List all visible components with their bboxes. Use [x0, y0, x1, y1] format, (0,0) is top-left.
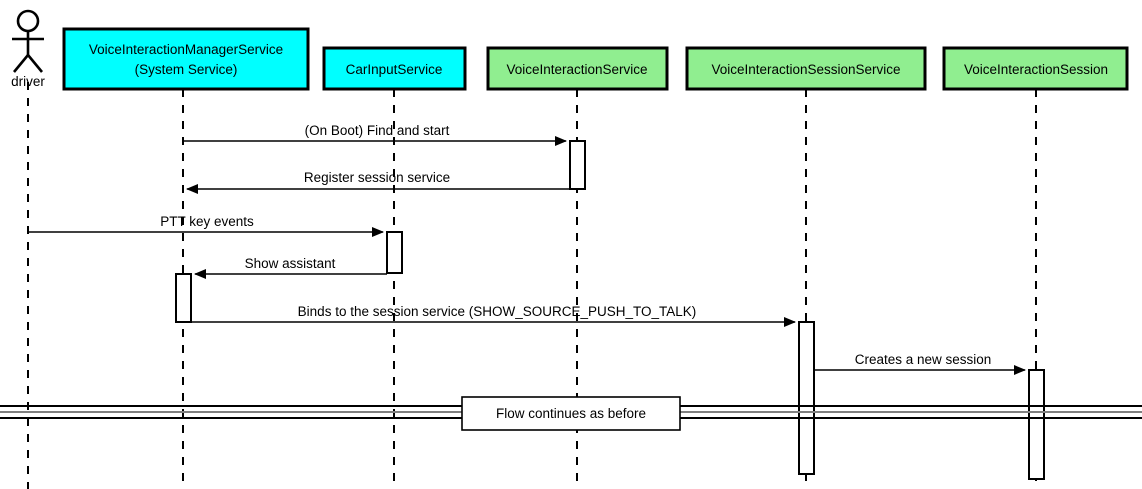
message-label-creates-a-new-session: Creates a new session: [855, 352, 992, 367]
message-label-show-assistant: Show assistant: [245, 256, 336, 271]
participant-box-vis: [486, 46, 669, 91]
actor-driver[interactable]: driver: [11, 9, 45, 89]
message-label-binds-to-session-service: Binds to the session service (SHOW_SOURC…: [298, 304, 697, 319]
participant-label-vsess: VoiceInteractionSession: [964, 62, 1108, 77]
participant-label-vims-line2: (System Service): [135, 62, 238, 77]
message-register-session-service[interactable]: Register session service: [186, 170, 570, 194]
message-binds-to-session-service[interactable]: Binds to the session service (SHOW_SOURC…: [176, 304, 796, 327]
participant-carinput[interactable]: CarInputService: [322, 46, 467, 91]
message-label-ptt-key-events: PTT key events: [160, 214, 254, 229]
participant-box-vims: [62, 27, 310, 91]
activation-bar-vims: [175, 273, 192, 323]
actor-leg-left-icon: [12, 54, 30, 73]
flow-break-note-label: Flow continues as before: [496, 406, 646, 421]
participant-vims[interactable]: VoiceInteractionManagerService (System S…: [62, 27, 310, 91]
actor-leg-right-icon: [26, 54, 44, 73]
message-label-find-and-start: (On Boot) Find and start: [305, 123, 450, 138]
participant-box-viss: [685, 46, 927, 91]
participant-box-vsess: [942, 46, 1129, 91]
participant-label-vis: VoiceInteractionService: [506, 62, 647, 77]
activation-bar-carinput: [386, 231, 403, 274]
activation-bar-vsess: [1028, 369, 1045, 480]
actor-head-icon: [16, 9, 40, 33]
participant-label-viss: VoiceInteractionSessionService: [711, 62, 900, 77]
message-creates-a-new-session[interactable]: Creates a new session: [814, 352, 1026, 375]
participant-vis[interactable]: VoiceInteractionService: [486, 46, 669, 91]
flow-break: Flow continues as before: [0, 396, 1142, 431]
message-find-and-start[interactable]: (On Boot) Find and start: [183, 123, 567, 146]
message-label-register-session-service: Register session service: [304, 170, 450, 185]
participant-box-carinput: [322, 46, 467, 91]
participant-viss[interactable]: VoiceInteractionSessionService: [685, 46, 927, 91]
activation-bar-vis: [569, 140, 586, 190]
participant-vsess[interactable]: VoiceInteractionSession: [942, 46, 1129, 91]
message-ptt-key-events[interactable]: PTT key events: [28, 214, 384, 237]
message-show-assistant[interactable]: Show assistant: [194, 256, 387, 279]
actor-label-driver: driver: [11, 74, 45, 89]
flow-break-note-box: [461, 396, 681, 431]
activation-bar-viss: [798, 321, 815, 475]
participant-label-carinput: CarInputService: [346, 62, 443, 77]
participant-label-vims-line1: VoiceInteractionManagerService: [89, 42, 283, 57]
